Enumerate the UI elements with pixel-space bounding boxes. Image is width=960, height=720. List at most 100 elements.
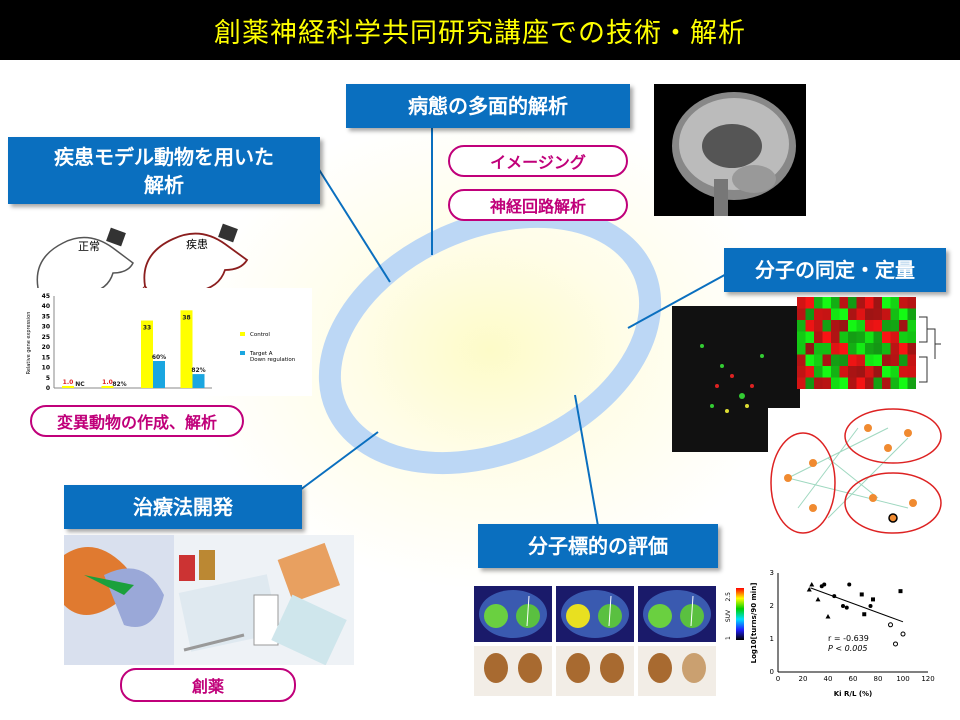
y-tick-label: 10	[42, 365, 50, 372]
heatmap-cell	[822, 343, 831, 355]
heatmap-cell	[797, 297, 806, 309]
y-tick-label: 20	[42, 344, 50, 351]
legend-swatch-control	[240, 332, 245, 336]
heatmap-cell	[873, 331, 882, 343]
heatmap-cell	[822, 377, 831, 389]
heatmap-cell	[831, 308, 840, 320]
heatmap-cell	[865, 331, 874, 343]
data-point	[832, 594, 837, 599]
heatmap-cell	[882, 297, 891, 309]
histology-stain	[648, 653, 672, 683]
y-tick-label: 45	[42, 293, 50, 300]
heatmap-cell	[839, 308, 848, 320]
heatmap-cell	[856, 320, 865, 332]
heatmap-cell	[822, 320, 831, 332]
heatmap-cell	[865, 320, 874, 332]
heatmap-cell	[831, 366, 840, 378]
slide-title: 創薬神経科学共同研究講座での技術・解析	[0, 0, 960, 60]
heatmap-cell	[882, 354, 891, 366]
heatmap-cell	[882, 331, 891, 343]
heatmap-cell	[848, 366, 857, 378]
heatmap-cell	[831, 354, 840, 366]
heatmap-cell	[848, 297, 857, 309]
data-point	[893, 641, 898, 647]
heatmap-cell	[797, 308, 806, 320]
heatmap-cell	[865, 354, 874, 366]
heatmap-cell	[805, 354, 814, 366]
bar	[62, 385, 74, 388]
bar-data-label: 60%	[152, 354, 166, 361]
pill-circuit: 神経回路解析	[448, 189, 628, 221]
y-axis-label: Relative gene expression	[26, 312, 32, 375]
pill-mutant: 変異動物の作成、解析	[30, 405, 244, 437]
heatmap-cell	[907, 320, 916, 332]
colorbar-label: SUV	[725, 609, 732, 622]
data-point	[844, 605, 849, 610]
pill-drug: 創薬	[120, 668, 296, 702]
heatmap-cell	[882, 343, 891, 355]
bar	[180, 310, 193, 388]
x-tick-label: 60	[849, 675, 858, 683]
legend-label: Control	[250, 332, 270, 338]
heatmap-cell	[848, 331, 857, 343]
x-axis-label: Ki R/L (%)	[834, 690, 873, 698]
heatmap-cell	[873, 354, 882, 366]
heatmap-cell	[882, 308, 891, 320]
heatmap-cell	[839, 366, 848, 378]
y-tick-label: 3	[770, 569, 774, 577]
box-therapy: 治療法開発	[64, 485, 302, 529]
heatmap-cell	[890, 308, 899, 320]
bar	[192, 374, 205, 388]
dendrogram	[919, 316, 941, 383]
heatmap-cell	[839, 320, 848, 332]
heatmap-cell	[839, 331, 848, 343]
heatmap-cell	[814, 354, 823, 366]
data-point	[815, 596, 821, 602]
data-point	[862, 612, 867, 617]
pet-marker	[608, 595, 612, 627]
data-point	[898, 589, 903, 594]
heatmap-cell	[899, 377, 908, 389]
heatmap-cell	[814, 320, 823, 332]
heatmap-cell	[882, 320, 891, 332]
heatmap-cell	[890, 320, 899, 332]
bar-data-label: 1.0	[63, 379, 74, 386]
y-tick-label: 40	[42, 303, 50, 310]
heatmap-cell	[873, 308, 882, 320]
heatmap-cell	[805, 366, 814, 378]
bar-data-label: 33	[143, 325, 151, 332]
heatmap-cell	[873, 366, 882, 378]
heatmap-cell	[865, 297, 874, 309]
y-tick-label: 0	[770, 668, 774, 676]
central-ring	[318, 205, 662, 475]
chart-bg	[22, 288, 312, 396]
heatmap-cell	[839, 297, 848, 309]
data-point	[825, 614, 831, 619]
heatmap-cell	[899, 297, 908, 309]
heatmap-cell	[805, 297, 814, 309]
heatmap-cell	[805, 343, 814, 355]
heatmap-cell	[865, 366, 874, 378]
data-point	[871, 597, 875, 602]
y-tick-label: 2	[770, 602, 774, 610]
heatmap-cell	[831, 377, 840, 389]
heatmap-cell	[848, 377, 857, 389]
heatmap-cell	[805, 331, 814, 343]
suv-colorbar	[736, 588, 744, 640]
x-tick-label: 0	[776, 675, 780, 683]
heatmap-cell	[882, 377, 891, 389]
bar	[141, 320, 153, 388]
bar-data-label: 1.0	[102, 379, 113, 386]
heatmap-cell	[814, 343, 823, 355]
network-graph-image	[768, 408, 943, 536]
heatmap-cell	[848, 308, 857, 320]
colorbar-min: 1	[725, 636, 732, 640]
heatmap-cell	[890, 331, 899, 343]
y-tick-label: 1	[770, 635, 774, 643]
heatmap-cell	[890, 366, 899, 378]
box-disease-model: 疾患モデル動物を用いた解析	[8, 137, 320, 204]
data-point	[841, 604, 845, 608]
data-point	[868, 604, 873, 608]
heatmap-cell	[822, 308, 831, 320]
